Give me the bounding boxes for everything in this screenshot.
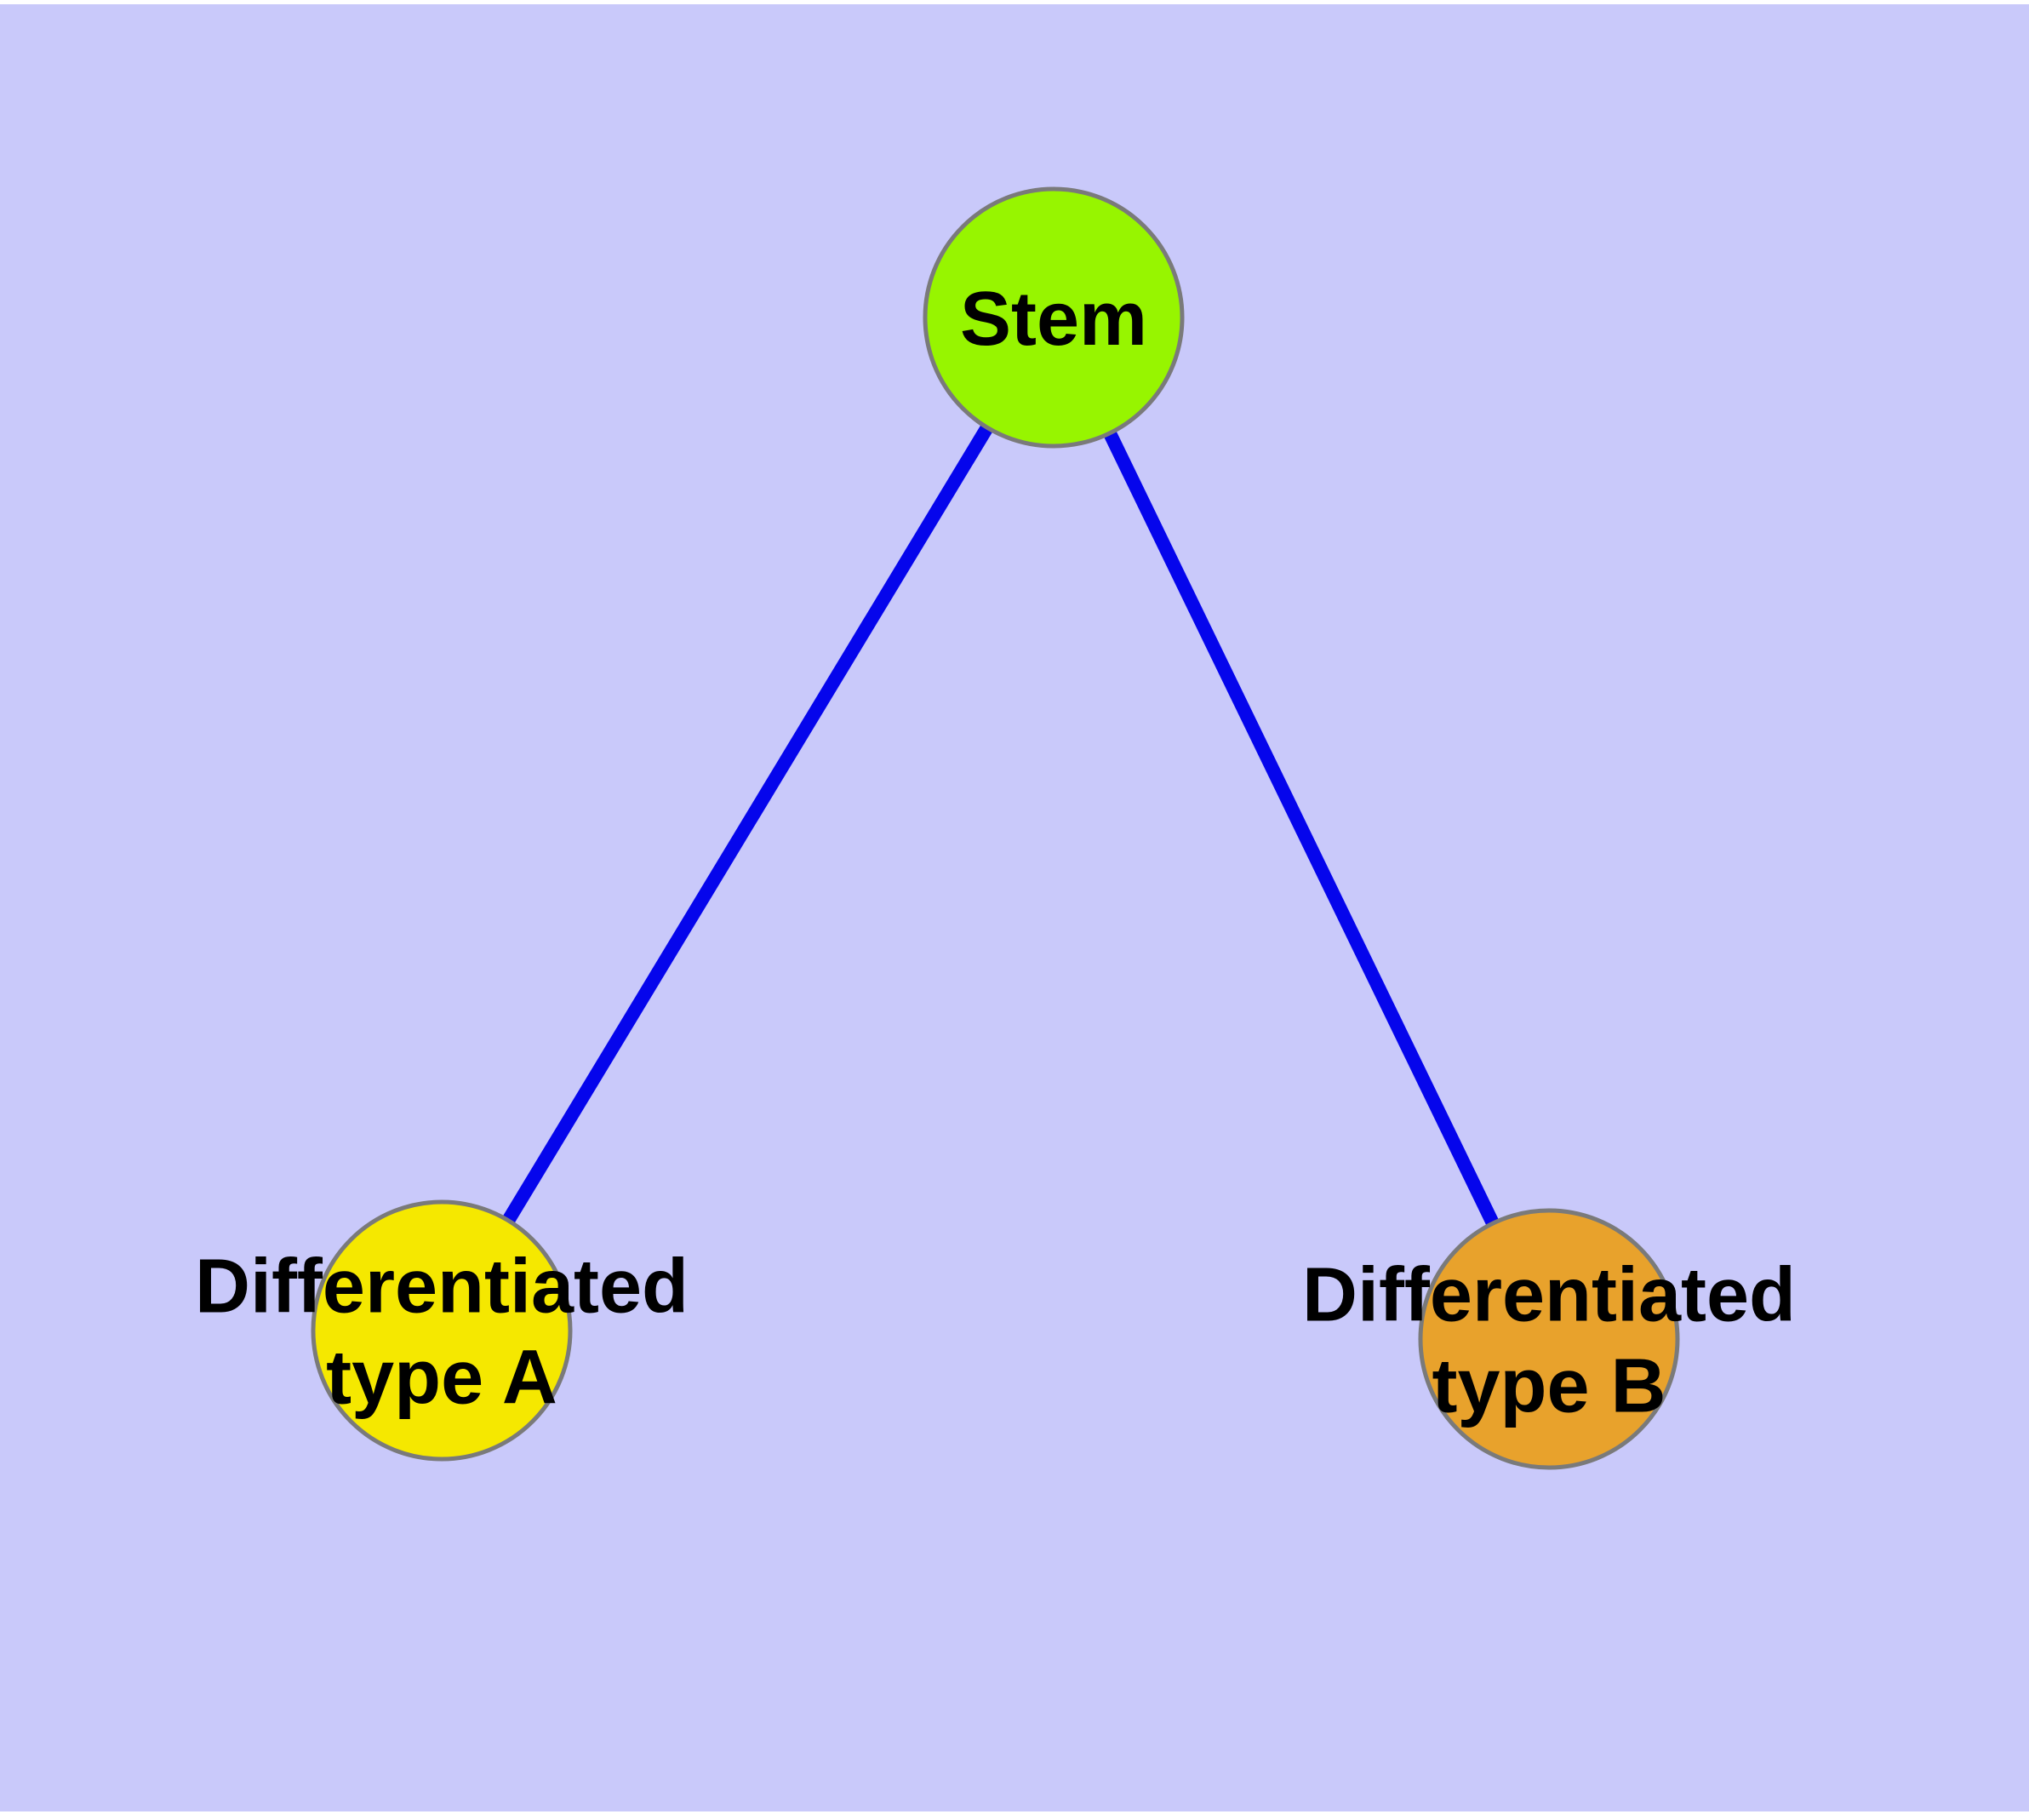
node-diff-b [1418,1208,1680,1470]
edge-stem-diff-b [1047,314,1556,1342]
edge-stem-diff-a [436,313,1060,1335]
edges-layer [436,313,1556,1342]
nodes-layer [311,186,1680,1470]
node-stem [923,186,1185,449]
node-diff-a [311,1199,573,1462]
